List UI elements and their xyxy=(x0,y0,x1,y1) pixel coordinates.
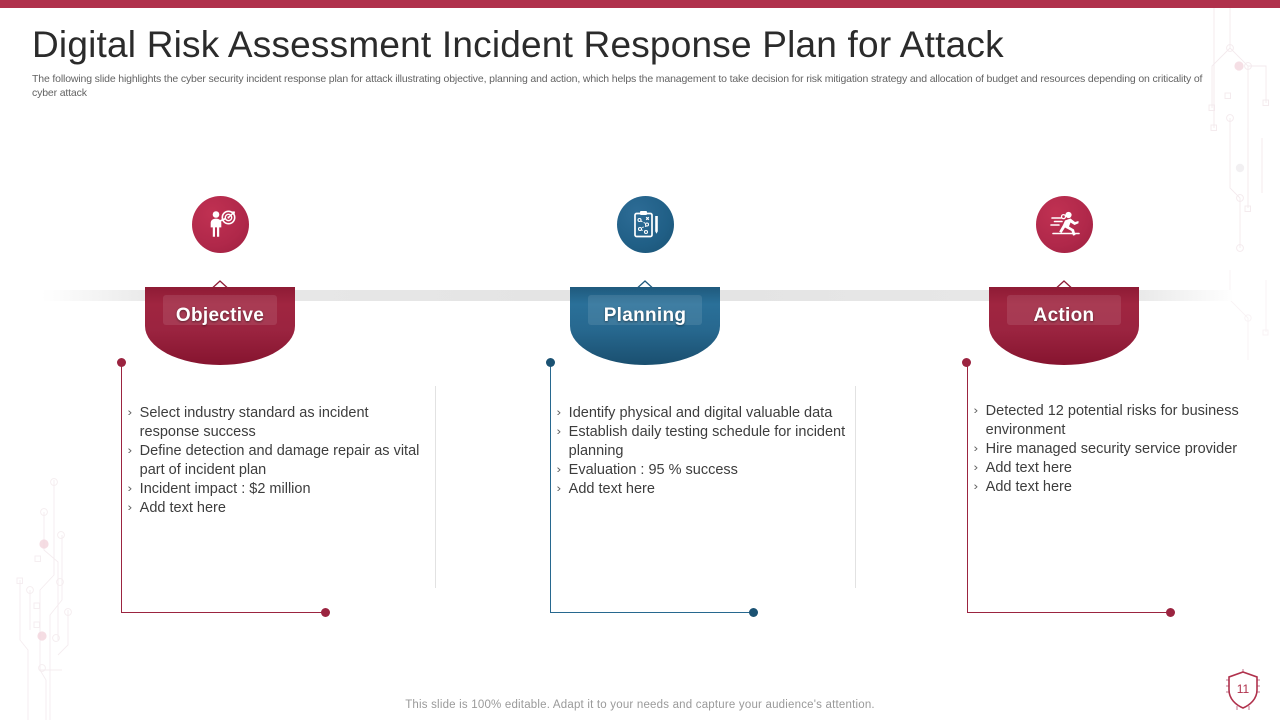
bullet-text: Add text here xyxy=(139,500,226,516)
circuit-decoration-top-right xyxy=(1229,270,1269,360)
connector-dot-bottom-action xyxy=(1166,608,1175,617)
dome-label-action: Action xyxy=(1033,305,1095,326)
connector-planning xyxy=(550,362,754,613)
bullet-text: Add text here xyxy=(985,460,1072,476)
bullet-text: Define detection and damage repair as vi… xyxy=(139,443,420,478)
bullet-list-objective: › Select industry standard as incident r… xyxy=(128,404,428,518)
footer-note: This slide is 100% editable. Adapt it to… xyxy=(405,699,875,711)
bullet-marker-icon: › xyxy=(127,445,133,457)
dome-gloss-planning xyxy=(588,295,702,325)
list-item: › Select industry standard as incident r… xyxy=(128,404,428,442)
connector-dot-top-objective xyxy=(117,358,126,367)
bullet-marker-icon: › xyxy=(556,464,562,476)
bullet-marker-icon: › xyxy=(127,502,133,514)
connector-action xyxy=(967,362,1171,613)
circuit-decoration-left xyxy=(16,478,72,720)
dome-objective: Objective xyxy=(145,287,295,365)
bullet-text: Incident impact : $2 million xyxy=(139,481,311,497)
clipboard-strategy-icon xyxy=(633,210,658,237)
dome-planning: Planning xyxy=(570,287,720,365)
bullet-marker-icon: › xyxy=(556,407,562,419)
bullet-list-action: › Detected 12 potential risks for busine… xyxy=(974,402,1274,497)
page-title: Digital Risk Assessment Incident Respons… xyxy=(32,24,1004,65)
bullet-text: Evaluation : 95 % success xyxy=(568,462,738,478)
list-item: › Identify physical and digital valuable… xyxy=(557,404,857,423)
bullet-marker-icon: › xyxy=(556,426,562,438)
dome-action: Action xyxy=(989,287,1139,365)
person-target-icon xyxy=(210,210,235,237)
connector-objective xyxy=(121,362,326,613)
column-separator-2 xyxy=(855,386,856,588)
bullet-text: Add text here xyxy=(985,479,1072,495)
connector-dot-top-planning xyxy=(546,358,555,367)
bullet-text: Establish daily testing schedule for inc… xyxy=(568,424,846,459)
bullet-marker-icon: › xyxy=(973,462,979,474)
bullet-marker-icon: › xyxy=(973,405,979,417)
circuit-decoration-right xyxy=(1208,8,1269,252)
dome-gloss-action xyxy=(1007,295,1121,325)
page-number-shield-icon: 11 xyxy=(1226,669,1260,710)
list-item: › Detected 12 potential risks for busine… xyxy=(974,402,1274,440)
list-item: › Add text here xyxy=(974,478,1274,497)
connector-dot-bottom-planning xyxy=(749,608,758,617)
bullet-text: Hire managed security service provider xyxy=(985,441,1238,457)
bullet-text: Identify physical and digital valuable d… xyxy=(568,405,833,421)
bullet-marker-icon: › xyxy=(127,483,133,495)
bullet-text: Detected 12 potential risks for business… xyxy=(985,403,1239,438)
icon-badge-objective xyxy=(192,196,249,253)
list-item: › Add text here xyxy=(128,499,428,518)
list-item: › Evaluation : 95 % success xyxy=(557,461,857,480)
connector-dot-top-action xyxy=(962,358,971,367)
icon-badge-action xyxy=(1036,196,1093,253)
list-item: › Establish daily testing schedule for i… xyxy=(557,423,857,461)
dome-gloss-objective xyxy=(163,295,277,325)
dome-label-objective: Objective xyxy=(175,305,265,326)
list-item: › Add text here xyxy=(557,480,857,499)
dome-label-planning: Planning xyxy=(603,305,687,326)
bullet-marker-icon: › xyxy=(556,483,562,495)
bullet-text: Select industry standard as incident res… xyxy=(139,405,369,440)
list-item: › Incident impact : $2 million xyxy=(128,480,428,499)
column-separator-1 xyxy=(435,386,436,588)
bullet-marker-icon: › xyxy=(127,407,133,419)
running-person-icon xyxy=(1049,211,1080,236)
connector-dot-bottom-objective xyxy=(321,608,330,617)
bullet-marker-icon: › xyxy=(973,481,979,493)
list-item: › Hire managed security service provider xyxy=(974,440,1274,459)
icon-badge-planning xyxy=(617,196,674,253)
bullet-list-planning: › Identify physical and digital valuable… xyxy=(557,404,857,499)
bullet-text: Add text here xyxy=(568,481,655,497)
bullet-marker-icon: › xyxy=(973,443,979,455)
page-subtitle: The following slide highlights the cyber… xyxy=(32,73,1203,99)
list-item: › Add text here xyxy=(974,459,1274,478)
top-accent-bar xyxy=(0,0,1280,8)
page-number-text: 11 xyxy=(1237,682,1250,696)
list-item: › Define detection and damage repair as … xyxy=(128,442,428,480)
